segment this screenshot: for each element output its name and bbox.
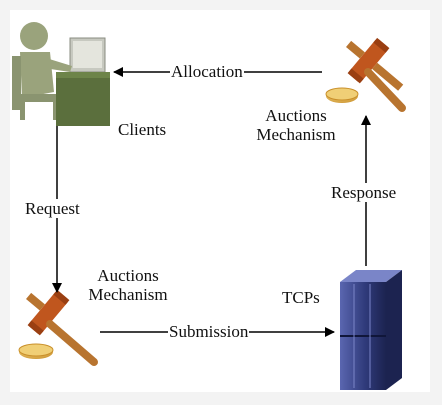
request-label: Request [24,199,81,218]
tcps-label: TCPs [282,288,320,307]
allocation-label: Allocation [170,62,244,81]
gavel-icon [325,37,406,112]
diagram-graphics [12,22,406,390]
clients-label: Clients [118,120,167,139]
response-label: Response [330,183,398,202]
gavel-icon [18,289,98,366]
auctions-bottom-line1: Auctions [97,266,159,285]
person-at-desk-icon [12,22,110,126]
auctions-top-line2: Mechanism [256,125,336,144]
auctions-mechanism-bottom-label: Auctions Mechanism [76,266,180,304]
diagram-canvas: Allocation Request Submission Response C… [10,10,430,392]
submission-label: Submission [168,322,250,341]
auctions-top-line1: Auctions [265,106,327,125]
server-rack-icon [340,270,402,390]
auctions-bottom-line2: Mechanism [88,285,168,304]
auctions-mechanism-top-label: Auctions Mechanism [246,106,346,144]
